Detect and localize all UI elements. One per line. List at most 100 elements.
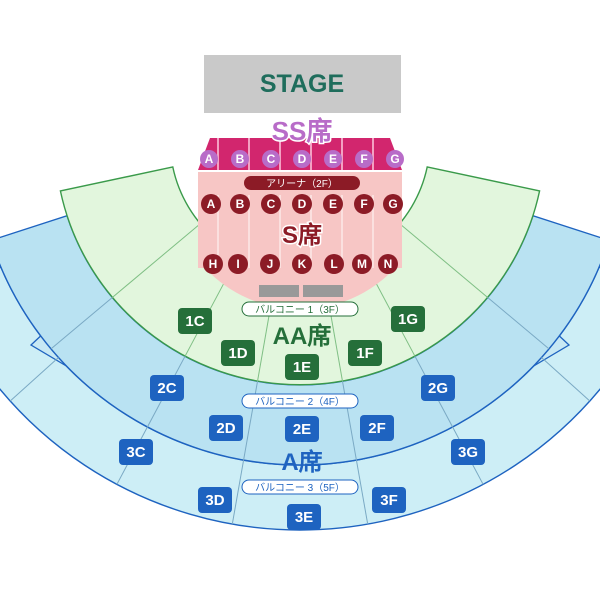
- ss-block-text: A: [205, 152, 214, 166]
- block-2c-text: 2C: [157, 380, 176, 397]
- block-2c[interactable]: 2C: [150, 375, 184, 401]
- arena-block-c[interactable]: C: [261, 194, 281, 214]
- arena-block-text: J: [267, 257, 274, 271]
- block-3e-box: [287, 504, 321, 530]
- s-category-label: S席: [282, 221, 322, 249]
- ss-block-badge: [355, 150, 373, 168]
- block-3c-box: [119, 439, 153, 465]
- block-1g-text: 1G: [398, 311, 418, 328]
- block-1e[interactable]: 1E: [285, 354, 319, 380]
- block-3g-text: 3G: [458, 444, 478, 461]
- arena-block-text: F: [360, 197, 367, 211]
- arena-block-m[interactable]: M: [352, 254, 372, 274]
- block-2d[interactable]: 2D: [209, 415, 243, 441]
- block-2f[interactable]: 2F: [360, 415, 394, 441]
- arena-block-text: K: [298, 257, 307, 271]
- block-1d[interactable]: 1D: [221, 340, 255, 366]
- arena-block-k[interactable]: K: [292, 254, 312, 274]
- block-2e-box: [285, 416, 319, 442]
- block-3c[interactable]: 3C: [119, 439, 153, 465]
- balcony-3-label: バルコニー 3（5F）: [255, 482, 345, 494]
- ss-category-label: SS席: [272, 116, 333, 146]
- ss-block-f[interactable]: F: [355, 150, 373, 168]
- arena-block-e[interactable]: E: [323, 194, 343, 214]
- arena-block-text: H: [209, 257, 218, 271]
- arena-block-l[interactable]: L: [324, 254, 344, 274]
- block-1f-text: 1F: [356, 345, 374, 362]
- ss-stripe: [341, 138, 343, 170]
- arena-rear-gray-left: [259, 285, 299, 297]
- arena-block-j[interactable]: J: [260, 254, 280, 274]
- block-3g[interactable]: 3G: [451, 439, 485, 465]
- ss-block-g[interactable]: G: [386, 150, 404, 168]
- arena-block-badge: [324, 254, 344, 274]
- block-3f[interactable]: 3F: [372, 487, 406, 513]
- arena-block-badge: [383, 194, 403, 214]
- ss-block-e[interactable]: E: [324, 150, 342, 168]
- aa-category-label: AA席: [273, 322, 332, 350]
- balcony-1-label: バルコニー 1（3F）: [255, 304, 345, 316]
- arena-block-h[interactable]: H: [203, 254, 223, 274]
- arena-block-a[interactable]: A: [201, 194, 221, 214]
- arena-stripe: [248, 195, 250, 268]
- ss-block-badge: [262, 150, 280, 168]
- balcony-1-divider: [399, 223, 489, 298]
- block-3e[interactable]: 3E: [287, 504, 321, 530]
- arena-stripe: [310, 195, 312, 268]
- stage-box: [204, 55, 401, 113]
- block-2e-text: 2E: [293, 421, 311, 438]
- balcony-2-label: バルコニー 2（4F）: [255, 396, 345, 408]
- arena-block-f[interactable]: F: [354, 194, 374, 214]
- balcony-1-label-pill: バルコニー 1（3F）: [241, 301, 359, 317]
- balcony-3-divider: [355, 460, 369, 525]
- block-2e[interactable]: 2E: [285, 416, 319, 442]
- block-1f[interactable]: 1F: [348, 340, 382, 366]
- ss-block-b[interactable]: B: [231, 150, 249, 168]
- arena-block-text: M: [357, 257, 367, 271]
- arena-stripe: [279, 195, 281, 268]
- balcony-2-label-pill: バルコニー 2（4F）: [241, 393, 359, 409]
- ss-block-badge: [386, 150, 404, 168]
- ss-block-badge: [231, 150, 249, 168]
- arena-label-pill: アリーナ（2F）: [244, 176, 360, 190]
- block-3f-box: [372, 487, 406, 513]
- ss-block-text: B: [236, 152, 245, 166]
- block-2f-text: 2F: [368, 420, 386, 437]
- arena-block-g[interactable]: G: [383, 194, 403, 214]
- block-1c[interactable]: 1C: [178, 308, 212, 334]
- ss-block-c[interactable]: C: [262, 150, 280, 168]
- block-2g-box: [421, 375, 455, 401]
- block-1g-box: [391, 306, 425, 332]
- arena-block-d[interactable]: D: [292, 194, 312, 214]
- arena-block-text: L: [330, 257, 337, 271]
- arena-block-badge: [228, 254, 248, 274]
- arena-block-i[interactable]: I: [228, 254, 248, 274]
- ss-block-badge: [200, 150, 218, 168]
- arena-stripe: [341, 195, 343, 268]
- arena-block-text: E: [329, 197, 337, 211]
- arena-block-text: N: [384, 257, 393, 271]
- arena-block-badge: [201, 194, 221, 214]
- block-1e-box: [285, 354, 319, 380]
- block-2g[interactable]: 2G: [421, 375, 455, 401]
- arena-block-badge: [203, 254, 223, 274]
- arena-block-b[interactable]: B: [230, 194, 250, 214]
- block-1c-text: 1C: [185, 313, 204, 330]
- arena-block-badge: [230, 194, 250, 214]
- balcony-block-boxes: 1C 1D 1E 1F 1G 2C 2D 2E 2F 2G 3C 3D 3E 3F 3G: [119, 306, 485, 530]
- ss-block-a[interactable]: A: [200, 150, 218, 168]
- arena-block-n[interactable]: N: [378, 254, 398, 274]
- ss-block-d[interactable]: D: [293, 150, 311, 168]
- block-1e-text: 1E: [293, 359, 311, 376]
- balcony-3-divider: [9, 357, 59, 402]
- stage-label: STAGE: [260, 70, 344, 98]
- ss-seat-stripes: [217, 138, 374, 170]
- block-3c-text: 3C: [126, 444, 145, 461]
- block-2f-box: [360, 415, 394, 441]
- block-3d[interactable]: 3D: [198, 487, 232, 513]
- arena-block-text: G: [388, 197, 397, 211]
- block-1g[interactable]: 1G: [391, 306, 425, 332]
